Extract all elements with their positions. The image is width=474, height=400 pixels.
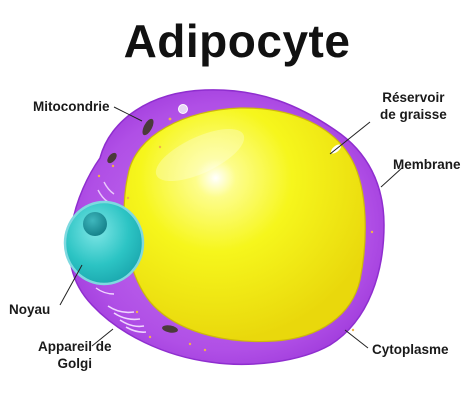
- label-reservoir: Réservoir de graisse: [380, 89, 447, 123]
- nucleolus: [83, 212, 107, 236]
- mitochondrion: [142, 118, 154, 136]
- endoplasmic-reticulum: [103, 181, 115, 195]
- label-golgi-line1: Appareil de: [38, 339, 112, 354]
- label-reservoir-line1: Réservoir: [382, 90, 445, 105]
- droplet-highlight: [155, 128, 245, 182]
- label-mitochondria: Mitocondrie: [33, 99, 110, 114]
- mitochondrion: [107, 152, 117, 164]
- nucleus: [63, 200, 145, 286]
- golgi-stack: [119, 319, 145, 328]
- vesicle: [178, 104, 188, 114]
- label-golgi: Appareil de Golgi: [38, 338, 112, 372]
- golgi-stack: [125, 326, 147, 333]
- label-golgi-line2: Golgi: [57, 356, 93, 371]
- diagram-title: Adipocyte: [123, 15, 351, 67]
- golgi-stack: [107, 305, 135, 314]
- label-cytoplasm: Cytoplasme: [372, 342, 449, 357]
- leader-lines: [59, 106, 404, 349]
- label-reservoir-line2: de graisse: [380, 107, 447, 122]
- golgi-stack: [95, 287, 115, 295]
- golgi-stack: [113, 312, 141, 321]
- label-membrane: Membrane: [393, 157, 461, 172]
- mitochondrion: [162, 325, 178, 333]
- lipid-droplet: [123, 107, 366, 343]
- label-nucleus: Noyau: [9, 302, 51, 317]
